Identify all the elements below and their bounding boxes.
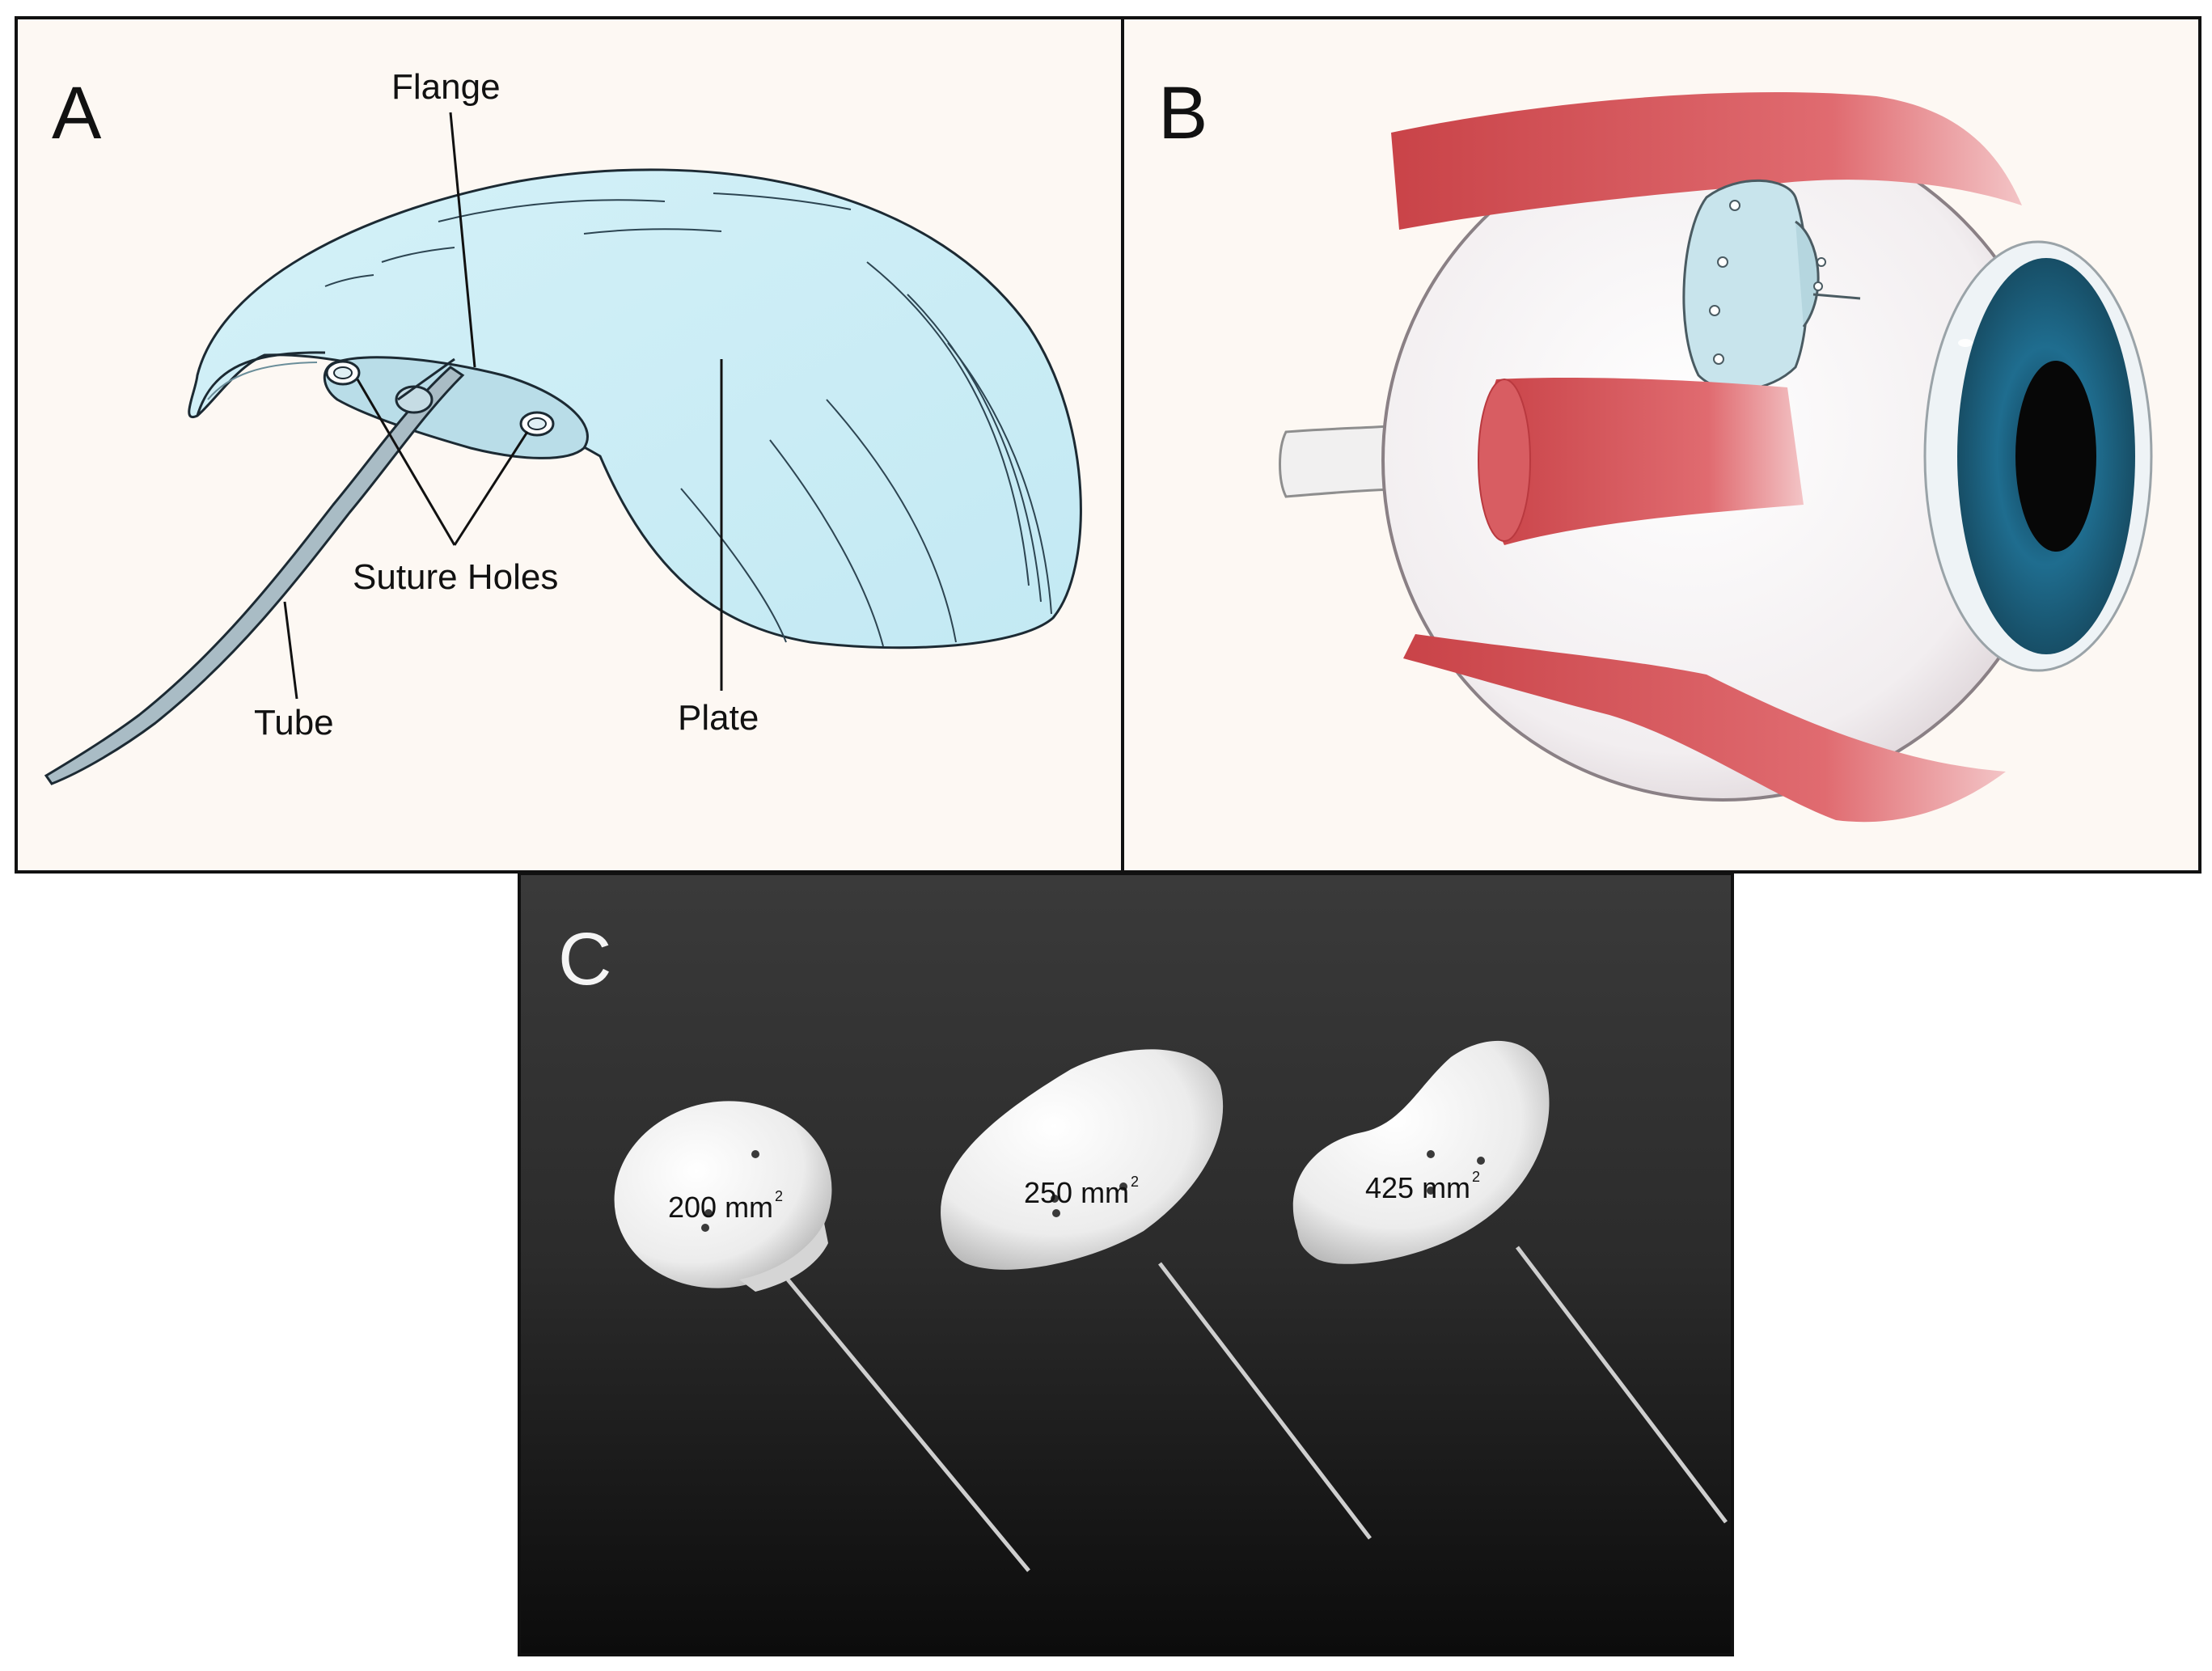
plate-contour-lines — [324, 192, 1052, 647]
plate-shape — [188, 168, 1082, 649]
superior-rectus-muscle — [1391, 92, 2022, 230]
implant-illustration — [44, 112, 1082, 785]
label-plate: Plate — [678, 698, 759, 738]
lateral-rectus-muscle — [1486, 378, 1804, 545]
label-flange: Flange — [391, 67, 501, 107]
panel-label-c: C — [558, 918, 612, 1000]
panel-a-implant-diagram: A Flange Suture Holes Tube Plate — [15, 16, 1124, 874]
implant-tubes — [786, 1246, 1728, 1572]
implant-425 — [1292, 1040, 1550, 1264]
panel-b-eye-placement: B — [1121, 16, 2201, 874]
implant-200 — [614, 1101, 832, 1288]
implant-250 — [941, 1049, 1224, 1270]
panel-label-b: B — [1158, 72, 1208, 154]
pupil — [2015, 361, 2096, 552]
panel-label-a: A — [52, 72, 102, 154]
label-suture-holes: Suture Holes — [353, 557, 559, 597]
label-tube: Tube — [254, 703, 334, 742]
implant-photo — [521, 875, 1731, 1653]
callout-leader-lines — [283, 112, 723, 700]
inferior-muscle — [1403, 634, 2006, 823]
flange-shape — [323, 356, 589, 459]
implant-on-eye — [1682, 179, 1809, 391]
eye-illustration — [1279, 92, 2153, 823]
